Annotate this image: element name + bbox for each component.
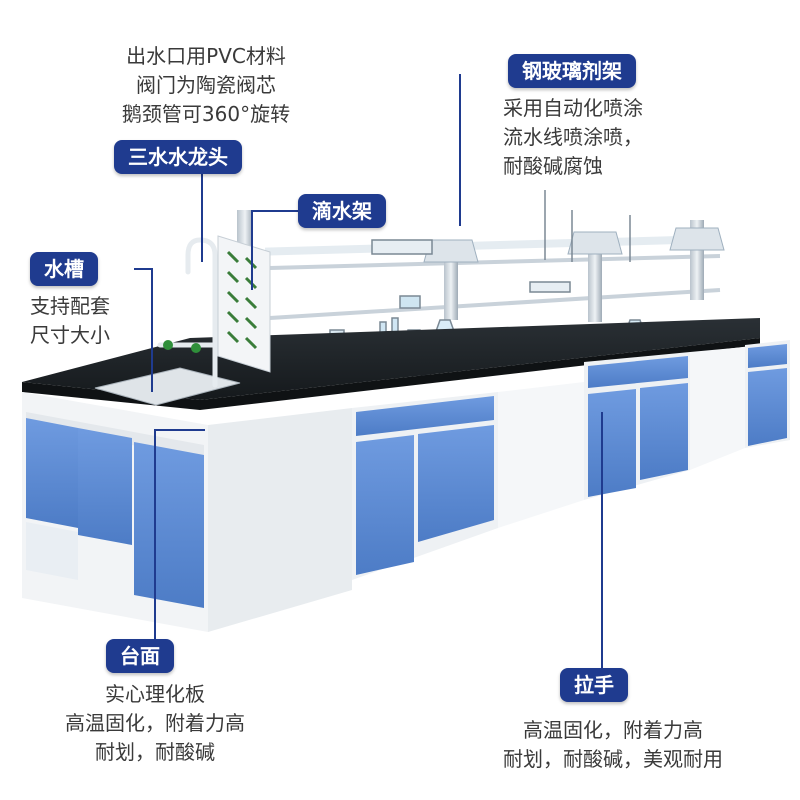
countertop-line-3: 耐划，耐酸碱 (95, 740, 215, 764)
sink-description: 支持配套 尺寸大小 (30, 292, 110, 350)
handle-description: 高温固化，附着力高 耐划，耐酸碱，美观耐用 (468, 716, 758, 774)
right-cabinet (584, 340, 790, 500)
faucet (157, 237, 223, 388)
middle-cabinet (352, 382, 584, 580)
shelf-line-1: 采用自动化喷涂 (503, 96, 643, 120)
left-cabinet (22, 392, 352, 632)
leader-lines (134, 74, 603, 668)
countertop-badge: 台面 (106, 639, 174, 673)
handle-line-2: 耐划，耐酸碱，美观耐用 (503, 747, 723, 771)
countertop-line-2: 高温固化，附着力高 (65, 711, 245, 735)
sink-badge: 水槽 (30, 252, 98, 286)
faucet-line-2: 阀门为陶瓷阀芯 (136, 73, 276, 97)
shelf-line-2: 流水线喷涂喷， (503, 125, 643, 149)
countertop-line-1: 实心理化板 (105, 682, 205, 706)
reagent-shelf-badge: 钢玻璃剂架 (508, 54, 636, 88)
faucet-description: 出水口用PVC材料 阀门为陶瓷阀芯 鹅颈管可360°旋转 (96, 42, 316, 129)
faucet-line-1: 出水口用PVC材料 (126, 44, 286, 68)
drip-rack-badge: 滴水架 (298, 194, 386, 228)
handle-line-1: 高温固化，附着力高 (523, 718, 703, 742)
faucet-line-3: 鹅颈管可360°旋转 (121, 102, 291, 126)
handle-badge: 拉手 (560, 668, 628, 702)
shelf-line-3: 耐酸碱腐蚀 (503, 154, 603, 178)
sink-line-1: 支持配套 (30, 294, 110, 318)
drip-rack (217, 235, 271, 373)
faucet-badge: 三水水龙头 (114, 140, 242, 174)
reagent-shelf-description: 采用自动化喷涂 流水线喷涂喷， 耐酸碱腐蚀 (503, 94, 643, 181)
sink-line-2: 尺寸大小 (30, 323, 110, 347)
countertop-description: 实心理化板 高温固化，附着力高 耐划，耐酸碱 (40, 680, 270, 767)
